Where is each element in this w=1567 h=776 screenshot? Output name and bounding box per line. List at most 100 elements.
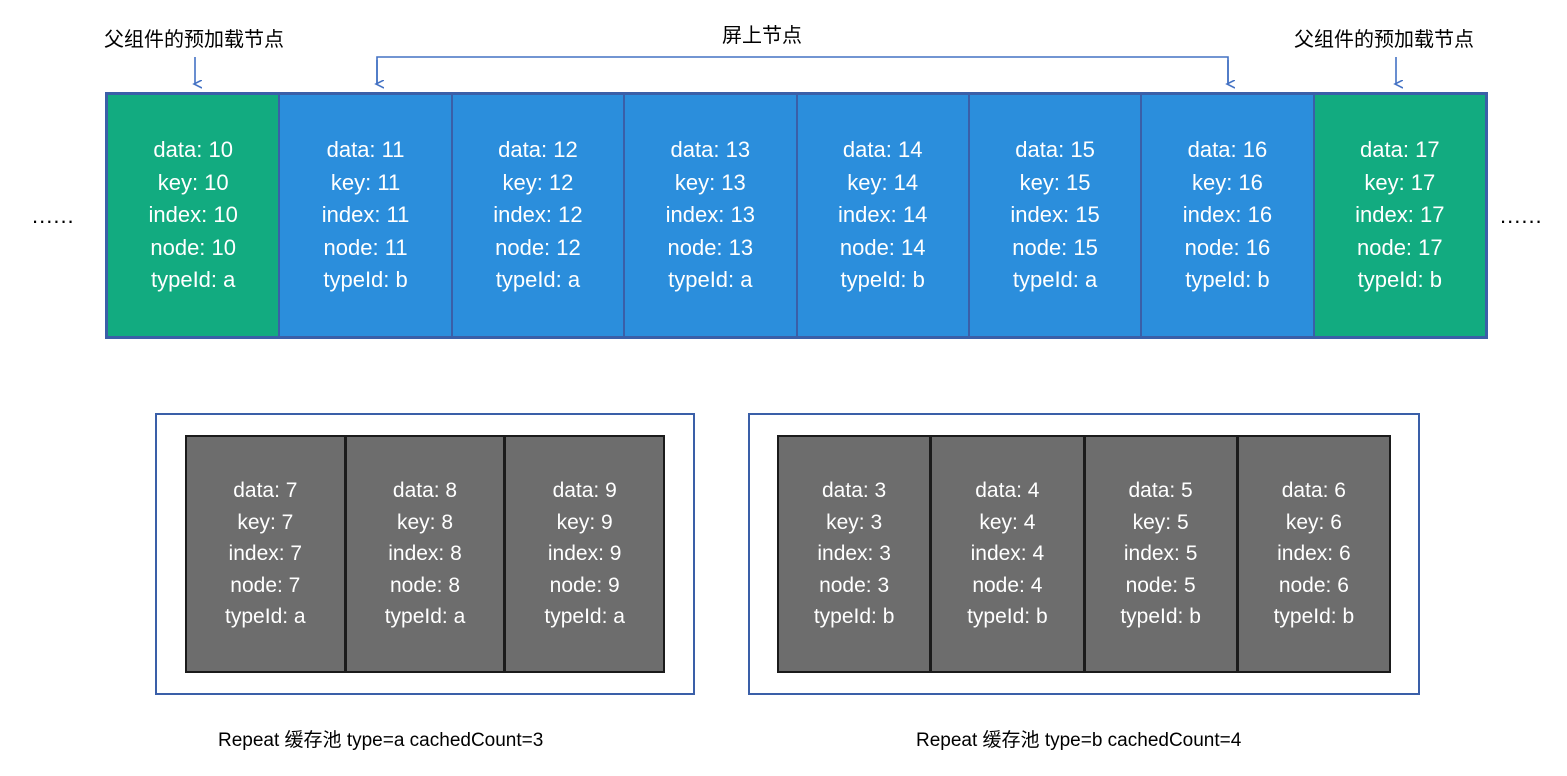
- node-key: key: 16: [1191, 169, 1263, 195]
- cache-index: index: 8: [388, 542, 462, 566]
- node-data: data: 17: [1360, 137, 1440, 163]
- cache-node: node: 8: [389, 573, 461, 597]
- node-typeid: typeId: b: [840, 267, 925, 293]
- cache-index: index: 3: [817, 542, 891, 566]
- cache-pool-b-cells: data: 3 key: 3 index: 3 node: 3 typeId: …: [777, 435, 1391, 673]
- node-cell[interactable]: data: 12 key: 12 index: 12 node: 12 type…: [452, 95, 624, 336]
- cache-node: node: 4: [972, 573, 1043, 597]
- cache-cell[interactable]: data: 6 key: 6 index: 6 node: 6 typeId: …: [1238, 437, 1389, 671]
- node-cell[interactable]: data: 16 key: 16 index: 16 node: 16 type…: [1142, 95, 1313, 336]
- cache-key: key: 5: [1132, 510, 1189, 534]
- cache-pool-a: data: 7 key: 7 index: 7 node: 7 typeId: …: [155, 413, 695, 695]
- cache-key: key: 3: [826, 510, 883, 534]
- cache-pool-a-caption: Repeat 缓存池 type=a cachedCount=3: [218, 730, 544, 751]
- node-node: node: 15: [1012, 234, 1098, 260]
- cache-cell[interactable]: data: 9 key: 9 index: 9 node: 9 typeId: …: [506, 437, 664, 671]
- node-typeid: typeId: b: [1357, 267, 1442, 293]
- node-typeid: typeId: a: [495, 267, 581, 293]
- preload-right-label: 父组件的预加载节点: [1294, 29, 1474, 51]
- cache-key: key: 6: [1285, 510, 1342, 534]
- node-data: data: 16: [1187, 137, 1268, 163]
- cache-pool-b-caption: Repeat 缓存池 type=b cachedCount=4: [916, 730, 1242, 751]
- cache-node: node: 5: [1125, 573, 1196, 597]
- node-index: index: 10: [148, 202, 238, 228]
- node-key: key: 15: [1019, 169, 1091, 195]
- cache-key: key: 8: [396, 510, 454, 534]
- cache-data: data: 6: [1281, 479, 1346, 503]
- cache-data: data: 7: [233, 479, 298, 503]
- node-index: index: 17: [1355, 202, 1445, 228]
- node-cell[interactable]: data: 15 key: 15 index: 15 node: 15 type…: [969, 95, 1141, 336]
- cache-index: index: 7: [228, 542, 303, 566]
- cache-cell[interactable]: data: 5 key: 5 index: 5 node: 5 typeId: …: [1085, 437, 1236, 671]
- cache-typeid: typeId: a: [544, 605, 625, 629]
- node-data: data: 13: [670, 137, 751, 163]
- node-index: index: 14: [838, 202, 928, 228]
- node-cell[interactable]: data: 11 key: 11 index: 11 node: 11 type…: [280, 95, 451, 336]
- node-node: node: 17: [1356, 234, 1443, 260]
- cache-typeid: typeId: a: [225, 605, 306, 629]
- node-node: node: 13: [667, 234, 754, 260]
- node-node: node: 12: [495, 234, 581, 260]
- cache-cell[interactable]: data: 4 key: 4 index: 4 node: 4 typeId: …: [932, 437, 1083, 671]
- cache-cell[interactable]: data: 8 key: 8 index: 8 node: 8 typeId: …: [346, 437, 504, 671]
- cache-index: index: 4: [970, 542, 1045, 566]
- node-index: index: 15: [1010, 202, 1100, 228]
- node-key: key: 10: [157, 169, 229, 195]
- onscreen-bracket: [377, 56, 1228, 84]
- node-typeid: typeId: b: [1185, 267, 1270, 293]
- node-cell[interactable]: data: 13 key: 13 index: 13 node: 13 type…: [625, 95, 796, 336]
- cache-typeid: typeId: b: [967, 605, 1048, 629]
- cache-cell[interactable]: data: 3 key: 3 index: 3 node: 3 typeId: …: [779, 437, 930, 671]
- node-cell[interactable]: data: 14 key: 14 index: 14 node: 14 type…: [797, 95, 968, 336]
- cache-typeid: typeId: b: [1120, 605, 1201, 629]
- node-index: index: 13: [665, 202, 755, 228]
- cache-data: data: 9: [552, 479, 617, 503]
- node-data: data: 12: [498, 137, 578, 163]
- cache-node: node: 7: [230, 573, 301, 597]
- node-data: data: 15: [1015, 137, 1095, 163]
- cache-data: data: 3: [822, 479, 887, 503]
- cache-index: index: 6: [1277, 542, 1351, 566]
- node-node: node: 11: [323, 234, 408, 260]
- cache-key: key: 9: [556, 510, 613, 534]
- ellipsis-left: ......: [32, 203, 75, 228]
- node-key: key: 14: [847, 169, 919, 195]
- node-data: data: 10: [153, 137, 233, 163]
- cache-pool-a-cells: data: 7 key: 7 index: 7 node: 7 typeId: …: [185, 435, 665, 673]
- node-key: key: 12: [502, 169, 574, 195]
- cache-node: node: 6: [1278, 573, 1349, 597]
- cache-typeid: typeId: a: [384, 605, 466, 629]
- node-key: key: 11: [330, 169, 401, 195]
- cache-data: data: 8: [392, 479, 458, 503]
- node-data: data: 14: [842, 137, 923, 163]
- cache-node: node: 3: [819, 573, 890, 597]
- node-index: index: 16: [1182, 202, 1273, 228]
- cache-index: index: 9: [547, 542, 622, 566]
- cache-typeid: typeId: b: [1273, 605, 1355, 629]
- cache-data: data: 4: [975, 479, 1040, 503]
- onscreen-nodes-label: 屏上节点: [722, 25, 802, 47]
- cache-key: key: 4: [979, 510, 1036, 534]
- node-strip: data: 10 key: 10 index: 10 node: 10 type…: [105, 92, 1488, 339]
- cache-node: node: 9: [549, 573, 620, 597]
- node-typeid: typeId: a: [150, 267, 236, 293]
- node-typeid: typeId: a: [668, 267, 753, 293]
- node-node: node: 10: [150, 234, 236, 260]
- node-key: key: 13: [674, 169, 746, 195]
- preload-left-label: 父组件的预加载节点: [104, 29, 284, 51]
- node-node: node: 16: [1184, 234, 1271, 260]
- node-index: index: 12: [493, 202, 583, 228]
- node-node: node: 14: [839, 234, 926, 260]
- node-cell[interactable]: data: 10 key: 10 index: 10 node: 10 type…: [108, 95, 279, 336]
- node-index: index: 11: [321, 202, 410, 228]
- node-key: key: 17: [1364, 169, 1436, 195]
- cache-typeid: typeId: b: [813, 605, 895, 629]
- ellipsis-right: ......: [1500, 203, 1543, 228]
- cache-key: key: 7: [237, 510, 294, 534]
- node-cell[interactable]: data: 17 key: 17 index: 17 node: 17 type…: [1314, 95, 1485, 336]
- cache-pool-b: data: 3 key: 3 index: 3 node: 3 typeId: …: [748, 413, 1420, 695]
- cache-data: data: 5: [1128, 479, 1193, 503]
- cache-cell[interactable]: data: 7 key: 7 index: 7 node: 7 typeId: …: [187, 437, 344, 671]
- node-typeid: typeId: a: [1012, 267, 1098, 293]
